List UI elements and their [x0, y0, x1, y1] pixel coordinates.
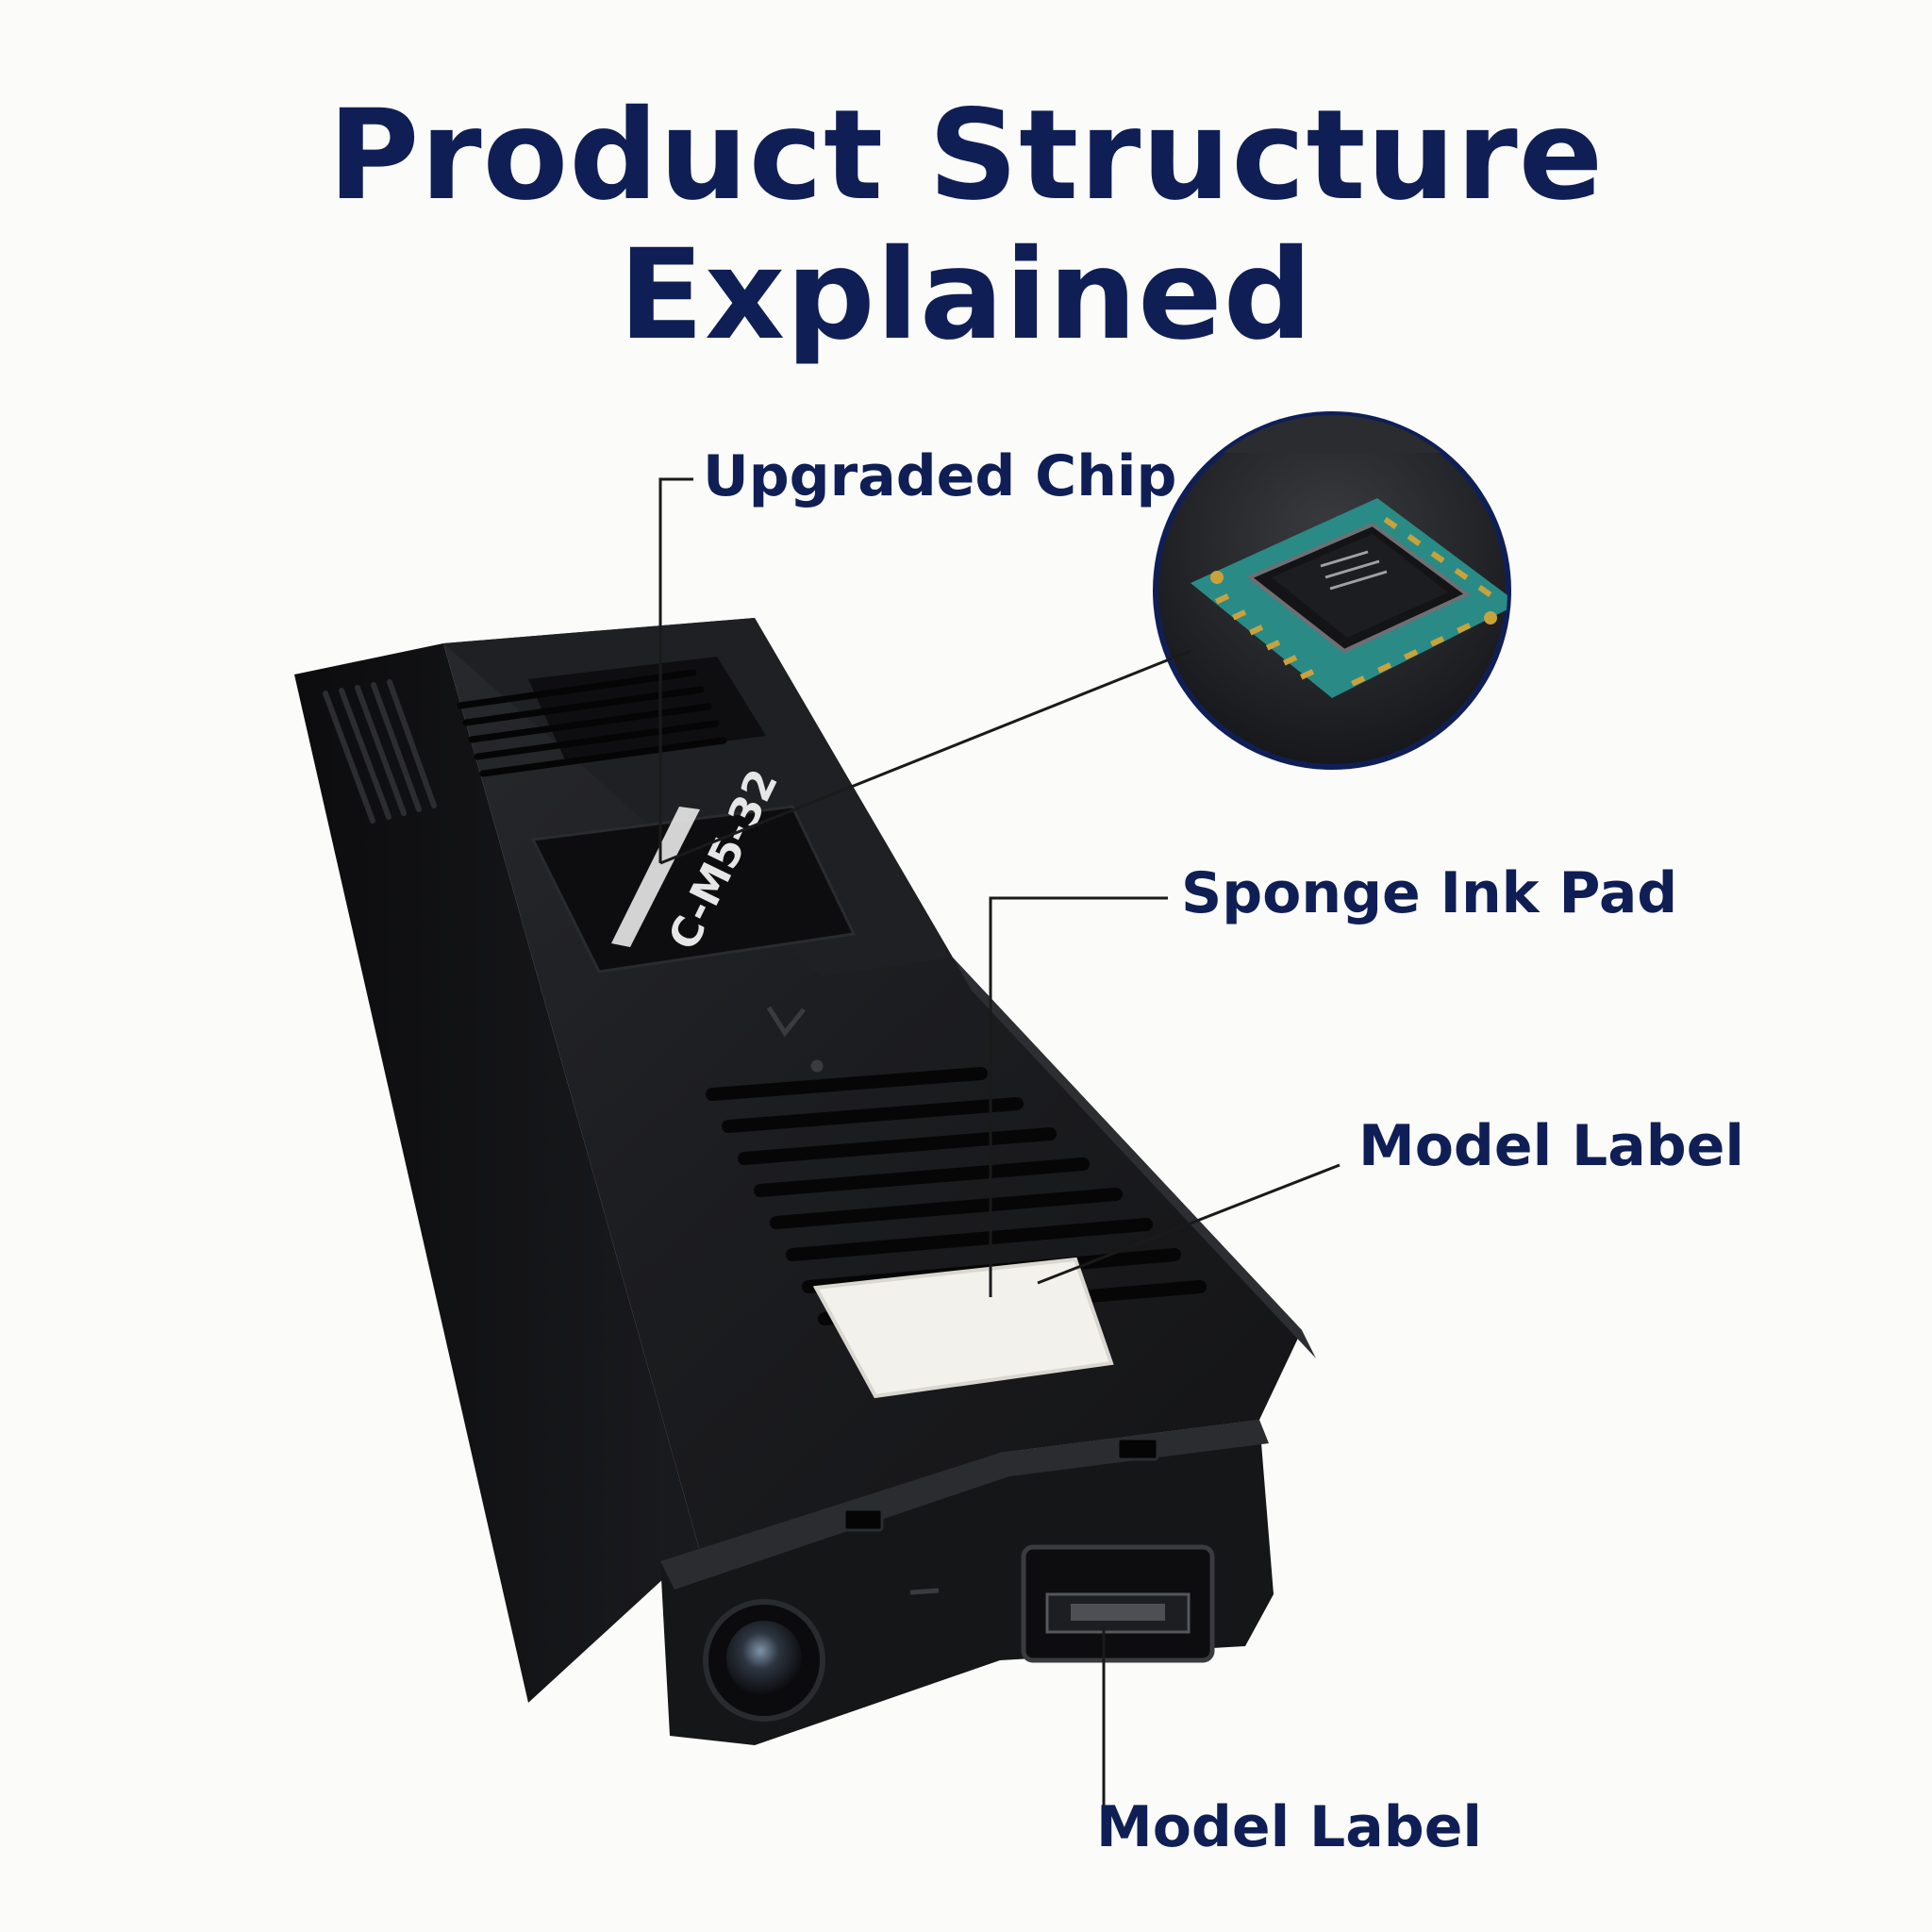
cartridge-left-side: [294, 643, 703, 1703]
callout-model-label-bottom: Model Label: [1096, 1794, 1482, 1860]
chip-to-magnifier-line: [659, 649, 1191, 865]
arrow-emboss-icon: [766, 1006, 824, 1073]
upper-vent-panel: [528, 657, 766, 762]
chip-markings: [1320, 550, 1388, 591]
callout-upgraded-chip: Upgraded Chip: [703, 443, 1177, 509]
leader-lines: [658, 477, 1341, 1807]
chip-gold-pads: [1210, 517, 1497, 687]
lens-icon: [726, 1621, 802, 1696]
page-title-line-2: Explained: [618, 223, 1314, 368]
front-rim-highlight: [660, 1420, 1269, 1590]
sponge-ink-pad: [812, 1257, 1114, 1399]
front-details: [703, 1437, 1215, 1722]
page-title-line-1: Product Structure: [327, 83, 1605, 228]
right-edge-highlight: [953, 958, 1316, 1358]
sponge-leader-line: [989, 896, 1168, 1297]
chip-magnifier: [1153, 411, 1511, 770]
label-panel: C-M5-32: [530, 762, 857, 974]
chip-leader-line: [658, 477, 693, 863]
left-side-vents: [323, 679, 437, 824]
model-label-right-line: [1037, 1163, 1341, 1285]
callout-sponge-ink-pad: Sponge Ink Pad: [1181, 860, 1678, 926]
callout-model-label-right: Model Label: [1358, 1113, 1744, 1179]
